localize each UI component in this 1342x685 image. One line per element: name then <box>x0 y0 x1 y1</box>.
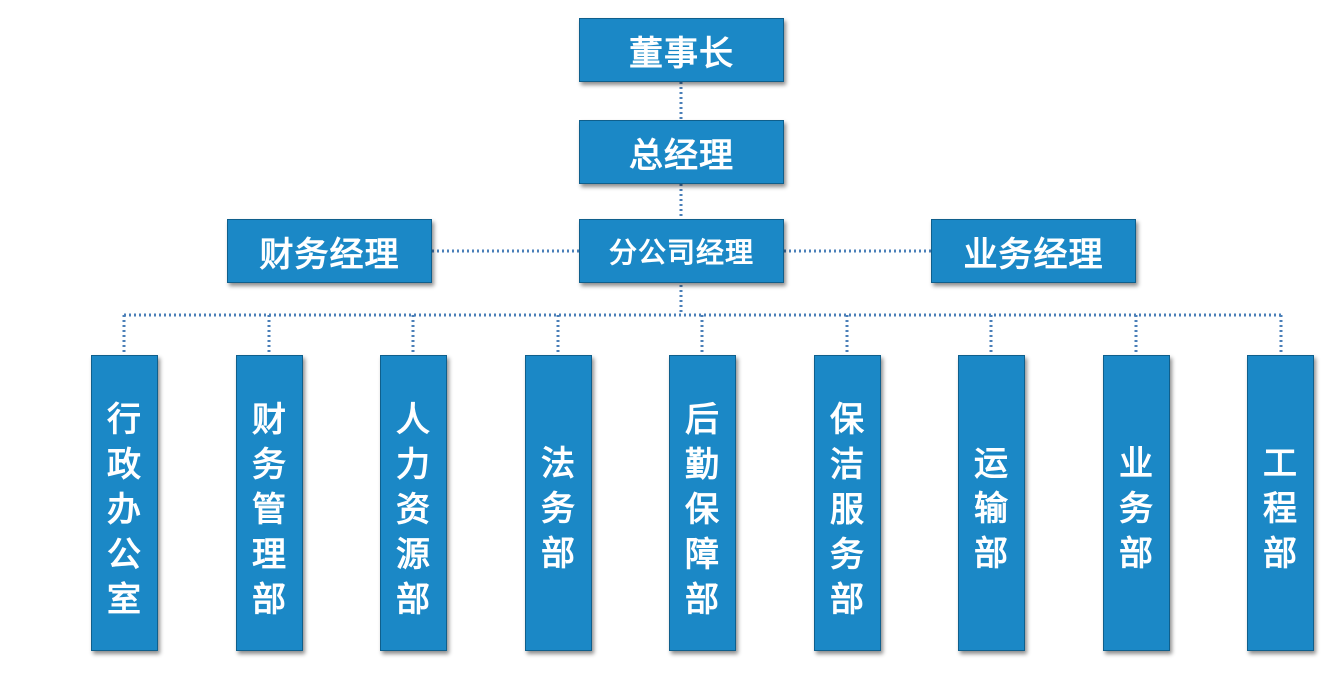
dept-business: 业务部 <box>1103 355 1170 651</box>
dept-admin-office-label: 行政办公室 <box>107 400 142 620</box>
dept-engineering: 工程部 <box>1247 355 1314 651</box>
dept-engineering-label: 工程部 <box>1263 444 1298 574</box>
node-finance-manager-label: 财务经理 <box>259 234 400 275</box>
node-branch-manager-label: 分公司经理 <box>608 236 754 269</box>
node-general-manager: 总经理 <box>579 120 784 184</box>
dept-legal: 法务部 <box>525 355 592 651</box>
dept-transport: 运输部 <box>958 355 1025 651</box>
dept-finance-label: 财务管理部 <box>252 400 287 620</box>
node-chairman-label: 董事长 <box>629 33 734 74</box>
dept-cleaning-label: 保洁服务部 <box>830 400 865 620</box>
node-business-manager-label: 业务经理 <box>963 234 1104 275</box>
dept-logistics-label: 后勤保障部 <box>685 400 720 620</box>
dept-transport-label: 运输部 <box>974 444 1009 574</box>
node-chairman: 董事长 <box>579 18 784 82</box>
dept-admin-office: 行政办公室 <box>91 355 158 651</box>
node-general-manager-label: 总经理 <box>629 135 734 176</box>
dept-hr: 人力资源部 <box>380 355 447 651</box>
dept-business-label: 业务部 <box>1119 444 1154 574</box>
dept-logistics: 后勤保障部 <box>669 355 736 651</box>
node-branch-manager: 分公司经理 <box>579 219 784 283</box>
dept-cleaning: 保洁服务部 <box>814 355 881 651</box>
dept-finance: 财务管理部 <box>236 355 303 651</box>
dept-legal-label: 法务部 <box>541 444 576 574</box>
node-finance-manager: 财务经理 <box>227 219 432 283</box>
node-business-manager: 业务经理 <box>931 219 1136 283</box>
dept-hr-label: 人力资源部 <box>396 400 431 620</box>
